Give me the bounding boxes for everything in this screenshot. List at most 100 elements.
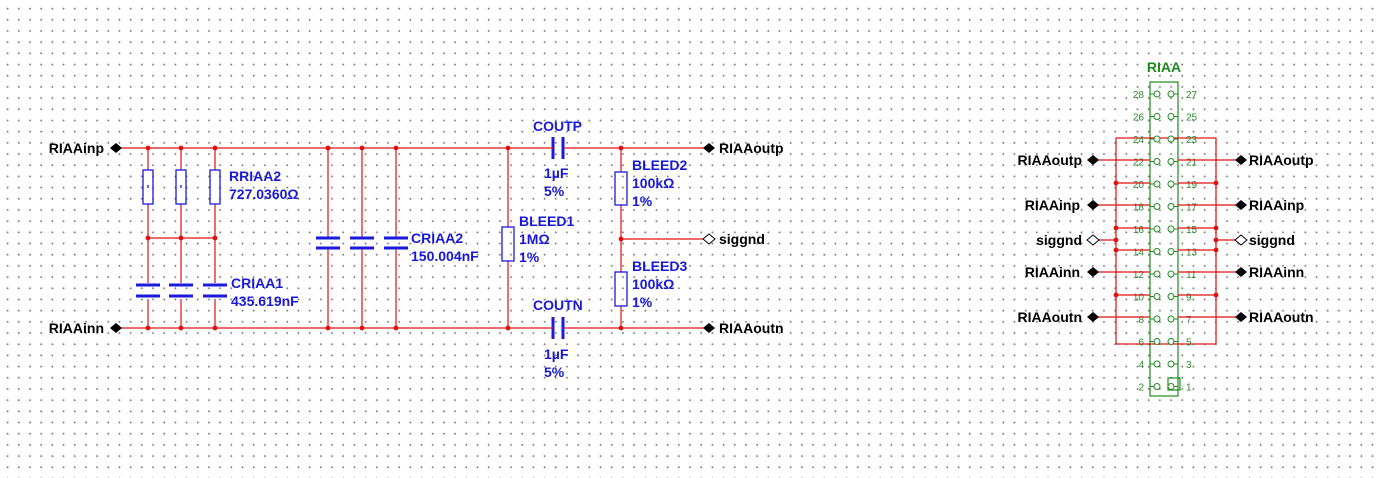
header-pin-number-right: 15: [1186, 225, 1198, 236]
bleed1-resistor: [501, 226, 515, 262]
net-label-riaaoutn: RIAAoutn: [719, 320, 784, 336]
header-pin-left: [1153, 338, 1161, 345]
header-label-siggnd-right: siggnd: [1249, 232, 1295, 248]
net-label-siggnd: siggnd: [719, 231, 765, 247]
header-label-riaainp-right: RIAAinp: [1249, 197, 1304, 213]
rriaa-resistor-3: [209, 169, 221, 205]
header-pin-number-left: 10: [1133, 293, 1145, 304]
header-pin-number-left: 20: [1133, 180, 1145, 191]
header-pin-right: [1167, 270, 1175, 278]
bleed3-resistor: [614, 271, 628, 307]
bleed2-tolerance: 1%: [632, 193, 653, 209]
coutn-capacitor: [551, 317, 565, 339]
criaa2-value: 150.004nF: [411, 248, 479, 264]
header-pin-number-right: 27: [1186, 90, 1198, 101]
bleed1-ref: BLEED1: [519, 213, 574, 229]
header-pin-number-right: 1: [1186, 383, 1192, 394]
header-pin-left: [1153, 360, 1161, 368]
header-pin-left: [1153, 135, 1161, 143]
bleed2-ref: BLEED2: [632, 157, 687, 173]
net-label-riaainp: RIAAinp: [49, 140, 104, 156]
header-label-riaainn-right: RIAAinn: [1249, 264, 1304, 280]
header-label-riaaoutp-left: RIAAoutp: [1017, 152, 1082, 168]
criaa1-ref: CRIAA1: [231, 275, 283, 291]
coutp-capacitor: [551, 137, 565, 159]
pin1-square: [1167, 377, 1181, 391]
header-pin-right: [1167, 135, 1175, 143]
header-pin-left: [1153, 225, 1161, 233]
header-pin-number-left: 16: [1133, 225, 1145, 236]
coutn-ref: COUTN: [533, 297, 583, 313]
header-pin-number-right: 11: [1186, 270, 1197, 281]
header-pin-left: [1153, 90, 1161, 98]
header-pin-left: [1153, 248, 1161, 255]
rriaa-resistors: [142, 169, 221, 205]
coutp-value: 1µF: [544, 165, 569, 181]
header-pin-left: [1153, 383, 1161, 390]
header-pin-right: [1167, 113, 1175, 120]
bleed1-value: 1MΩ: [519, 231, 550, 247]
header-pin-right: [1167, 225, 1175, 233]
header-pin-right: [1167, 383, 1175, 390]
header-pin-right: [1167, 248, 1175, 255]
header-label-riaaoutp-right: RIAAoutp: [1249, 152, 1314, 168]
header-pin-number-left: 24: [1133, 135, 1145, 146]
coutp-ref: COUTP: [533, 118, 582, 134]
header-pin-right: [1167, 293, 1175, 300]
header-pin-number-left: 6: [1138, 338, 1144, 349]
header-label-siggnd-left: siggnd: [1036, 232, 1082, 248]
header-label-riaaoutn-right: RIAAoutn: [1249, 309, 1314, 325]
header-pin-number-left: 26: [1133, 113, 1145, 124]
filter-junctions: [145, 145, 624, 331]
coutn-tolerance: 5%: [544, 364, 565, 380]
rriaa-resistor-1: [142, 169, 154, 205]
header-pin-number-right: 9: [1186, 293, 1192, 304]
rriaa2-value: 727.0360Ω: [229, 186, 299, 202]
header-pin-number-right: 3: [1186, 360, 1192, 371]
bleed1-tolerance: 1%: [519, 249, 540, 265]
bleed3-tolerance: 1%: [632, 294, 653, 310]
header-pin-number-left: 14: [1133, 248, 1145, 259]
header-pin-number-left: 2: [1138, 383, 1144, 394]
header-pin-number-left: 8: [1138, 315, 1144, 326]
header-pin-number-left: 22: [1133, 158, 1145, 169]
port-riaaoutp-out: [703, 143, 715, 153]
header-pin-left: [1153, 315, 1161, 323]
bleed3-ref: BLEED3: [632, 258, 687, 274]
header-pin-number-left: 18: [1133, 203, 1145, 214]
bleed2-resistor: [614, 171, 628, 206]
port-riaainp-in: [110, 143, 122, 153]
header-pin-number-right: 25: [1186, 113, 1198, 124]
header-pin-right: [1167, 180, 1175, 188]
criaa2-capacitors: [316, 236, 408, 250]
header-label-riaainn-left: RIAAinn: [1025, 264, 1080, 280]
header-pin-left: [1153, 293, 1161, 300]
header-pin-number-right: 17: [1186, 203, 1198, 214]
header-label-riaainp-left: RIAAinp: [1025, 197, 1080, 213]
header-pin-number-right: 7: [1186, 315, 1192, 326]
header-pin-right: [1167, 338, 1175, 345]
header-pin-right: [1167, 360, 1175, 368]
header-pin-left: [1153, 270, 1161, 278]
criaa1-capacitors: [136, 283, 227, 298]
header-pin-left: [1153, 180, 1161, 188]
header-pin-number-left: 12: [1133, 270, 1145, 281]
header-label-riaaoutn-left: RIAAoutn: [1017, 309, 1082, 325]
header-pin-number-left: 4: [1138, 360, 1144, 371]
header-pin-number-right: 21: [1186, 158, 1198, 169]
header-body: [1149, 81, 1179, 397]
header-pin-number-right: 19: [1186, 180, 1198, 191]
header-pin-number-right: 23: [1186, 135, 1198, 146]
header-pin-left: [1153, 158, 1161, 165]
port-riaainn-in: [110, 323, 122, 333]
coutp-tolerance: 5%: [544, 183, 565, 199]
header-pin-number-left: 28: [1133, 90, 1145, 101]
header-pin-right: [1167, 90, 1175, 98]
header-pin-left: [1153, 113, 1161, 120]
header-pin-right: [1167, 203, 1175, 210]
net-label-riaaoutp: RIAAoutp: [719, 140, 784, 156]
net-label-riaainn: RIAAinn: [49, 320, 104, 336]
port-siggnd-out: [702, 233, 716, 245]
